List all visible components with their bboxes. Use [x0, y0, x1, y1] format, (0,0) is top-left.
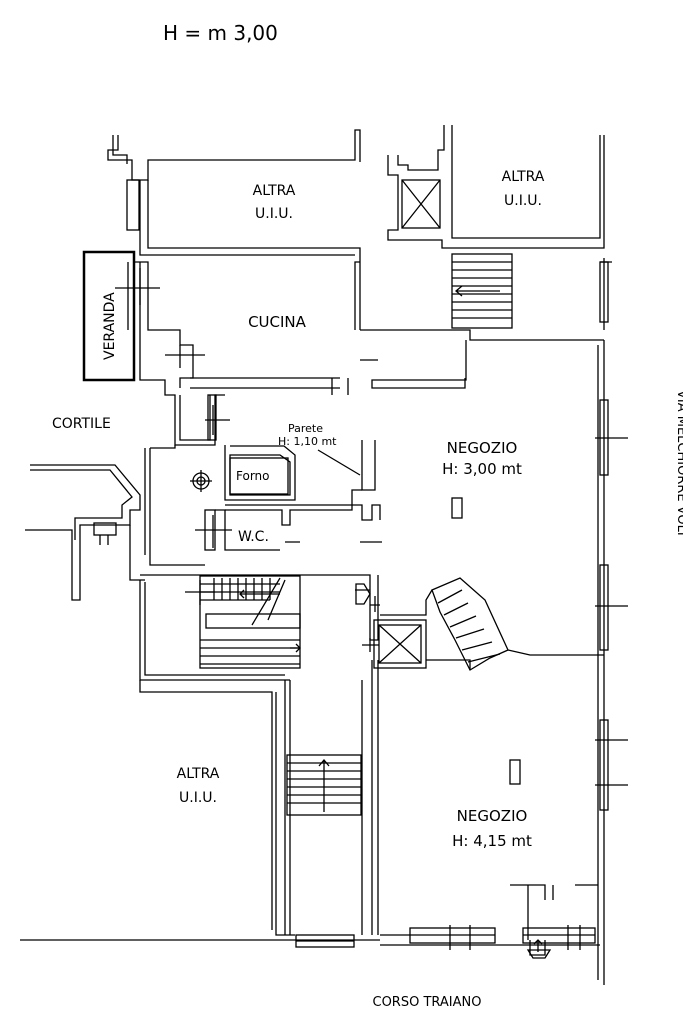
- altra1-line2: U.I.U.: [255, 206, 293, 222]
- negozio-upper: [451, 340, 628, 985]
- altra2-line2: U.I.U.: [504, 193, 542, 209]
- negozio1-name: NEGOZIO: [447, 439, 518, 457]
- height-note: H = m 3,00: [163, 21, 278, 45]
- parete-line1: Parete: [288, 422, 323, 435]
- elevator-middle: [362, 619, 471, 670]
- stair-bottom: [286, 754, 362, 816]
- west-rooms: [144, 388, 382, 566]
- street-side-label: VIA MELCHIORRE VOLI: [674, 390, 683, 536]
- altra2-line1: ALTRA: [502, 169, 545, 185]
- forno-label: Forno: [236, 469, 270, 483]
- labels: ALTRA U.I.U. ALTRA U.I.U. VERANDA CUCINA…: [52, 169, 683, 1010]
- altra3-line2: U.I.U.: [179, 790, 217, 806]
- negozio1-height: H: 3,00 mt: [442, 460, 522, 478]
- street-lines: [20, 934, 600, 946]
- veranda-label: VERANDA: [102, 292, 118, 360]
- unit-altra-top-right: [387, 125, 605, 249]
- altra3-line1: ALTRA: [177, 766, 220, 782]
- negozio2-height: H: 4,15 mt: [452, 832, 532, 850]
- street-bottom-label: CORSO TRAIANO: [373, 995, 482, 1010]
- wc-label: W.C.: [238, 529, 269, 545]
- courtyard-building: [25, 464, 145, 601]
- negozio-lower: [409, 759, 598, 959]
- cucina-label: CUCINA: [248, 313, 307, 331]
- unit-altra-top-left: [107, 129, 361, 330]
- parete-line2: H: 1,10 mt: [278, 435, 337, 448]
- altra1-line1: ALTRA: [253, 183, 296, 199]
- elevator-top: [401, 179, 441, 229]
- forno: [229, 457, 289, 495]
- central-stair: [139, 574, 380, 681]
- curved-stair: [380, 577, 604, 671]
- negozio2-name: NEGOZIO: [457, 807, 528, 825]
- veranda-cucina: [82, 250, 604, 395]
- cortile-label: CORTILE: [52, 416, 111, 432]
- unit-altra-bottom: [139, 660, 379, 948]
- stair-top: [451, 253, 612, 330]
